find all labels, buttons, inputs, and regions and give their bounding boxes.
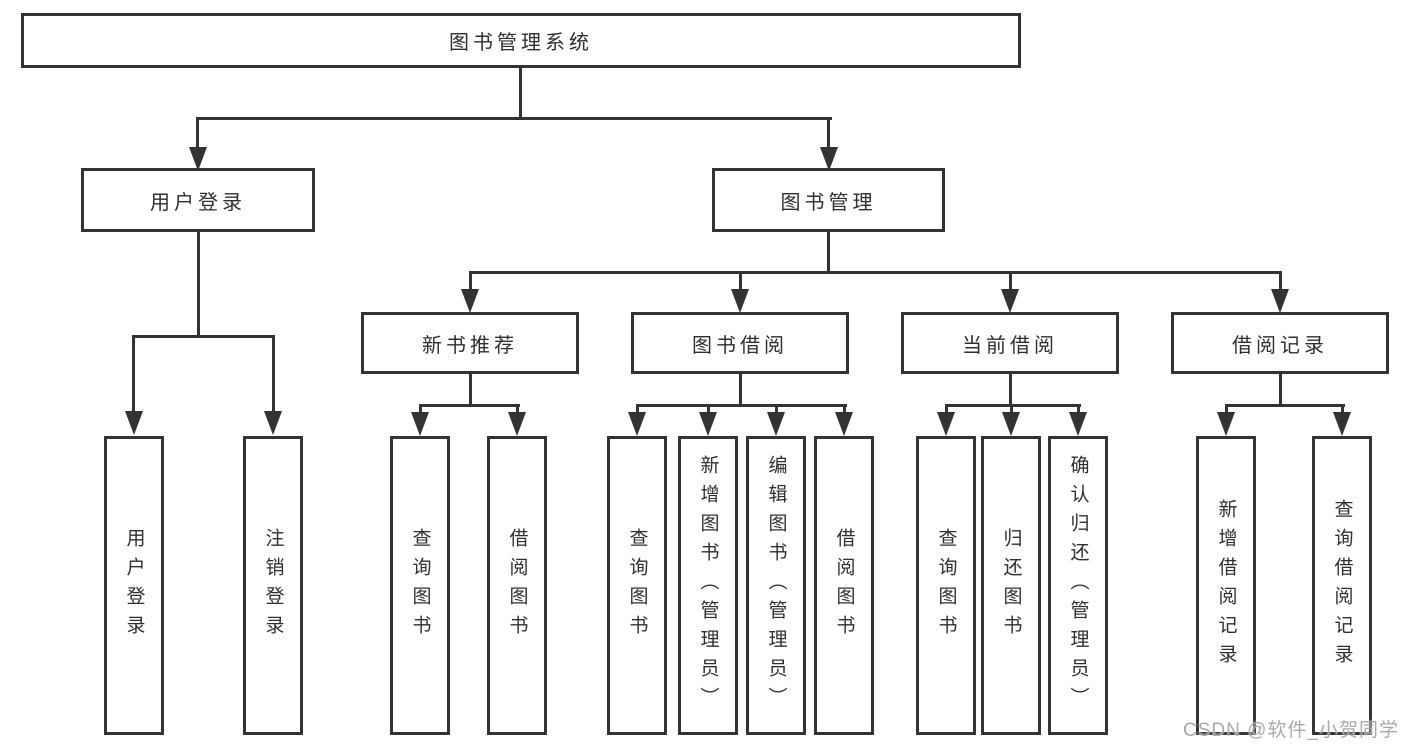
connector-line	[636, 407, 639, 412]
connector-line	[1010, 407, 1013, 412]
connector-line	[827, 232, 830, 271]
arrowhead-down-icon	[835, 412, 853, 436]
node-user-login-label: 用户登录	[150, 191, 246, 214]
leaf-add-book-admin: 新增图书（管理员）	[678, 436, 738, 735]
leaf-return-book: 归还图书	[981, 436, 1041, 735]
leaf-add-borrow-record-label: 新增借阅记录	[1215, 498, 1237, 673]
leaf-return-book-label: 归还图书	[1000, 527, 1022, 644]
leaf-borrow-books-2-label: 借阅图书	[833, 527, 855, 644]
leaf-user-login: 用户登录	[104, 436, 164, 735]
connector-line	[419, 407, 422, 412]
connector-line	[1009, 374, 1012, 404]
arrowhead-down-icon	[125, 411, 143, 435]
leaf-query-books-3-label: 查询图书	[935, 527, 957, 644]
leaf-confirm-return-admin-label: 确认归还（管理员）	[1067, 455, 1089, 716]
connector-line	[469, 271, 1282, 274]
connector-line	[827, 120, 830, 147]
node-new-book-recommend: 新书推荐	[361, 312, 579, 374]
leaf-borrow-books-2: 借阅图书	[814, 436, 874, 735]
node-root: 图书管理系统	[21, 13, 1021, 68]
connector-line	[775, 407, 778, 412]
connector-line	[636, 404, 847, 407]
arrowhead-down-icon	[189, 147, 207, 171]
node-borrow-records: 借阅记录	[1171, 312, 1389, 374]
leaf-add-borrow-record: 新增借阅记录	[1196, 436, 1256, 735]
node-book-management-label: 图书管理	[780, 191, 877, 214]
leaf-query-books-2-label: 查询图书	[626, 527, 648, 644]
node-book-management: 图书管理	[712, 168, 945, 232]
node-current-borrow: 当前借阅	[901, 312, 1119, 374]
arrowhead-down-icon	[1271, 289, 1289, 313]
arrowhead-down-icon	[767, 412, 785, 436]
connector-line	[1279, 374, 1282, 404]
connector-line	[196, 117, 832, 120]
leaf-query-books-3: 查询图书	[916, 436, 976, 735]
node-new-book-recommend-label: 新书推荐	[422, 334, 518, 357]
leaf-logout-label: 注销登录	[262, 527, 284, 644]
leaf-query-books-2: 查询图书	[607, 436, 667, 735]
arrowhead-down-icon	[699, 412, 717, 436]
connector-line	[1009, 274, 1012, 289]
connector-line	[1341, 407, 1344, 412]
leaf-add-book-admin-label: 新增图书（管理员）	[697, 455, 719, 716]
leaf-borrow-books-1: 借阅图书	[487, 436, 547, 735]
connector-line	[1077, 407, 1080, 412]
node-borrow-records-label: 借阅记录	[1232, 334, 1328, 357]
connector-line	[132, 338, 135, 411]
connector-line	[739, 374, 742, 404]
arrowhead-down-icon	[628, 412, 646, 436]
connector-line	[1279, 274, 1282, 289]
leaf-logout: 注销登录	[243, 436, 303, 735]
arrowhead-down-icon	[820, 147, 838, 171]
arrowhead-down-icon	[1001, 289, 1019, 313]
connector-line	[132, 335, 275, 338]
node-root-label: 图书管理系统	[449, 32, 593, 54]
node-user-login: 用户登录	[81, 168, 315, 232]
arrowhead-down-icon	[411, 412, 429, 436]
leaf-borrow-books-1-label: 借阅图书	[506, 527, 528, 644]
node-current-borrow-label: 当前借阅	[962, 334, 1058, 357]
leaf-confirm-return-admin: 确认归还（管理员）	[1048, 436, 1108, 735]
leaf-query-books-1-label: 查询图书	[409, 527, 431, 644]
arrowhead-down-icon	[508, 412, 526, 436]
connector-line	[945, 404, 1081, 407]
leaf-user-login-label: 用户登录	[123, 527, 145, 644]
connector-line	[843, 407, 846, 412]
node-book-borrow-label: 图书借阅	[692, 334, 788, 357]
connector-line	[707, 407, 710, 412]
connector-line	[516, 407, 519, 412]
connector-line	[469, 274, 472, 289]
leaf-edit-book-admin-label: 编辑图书（管理员）	[765, 455, 787, 716]
connector-line	[197, 232, 200, 335]
node-book-borrow: 图书借阅	[631, 312, 849, 374]
arrowhead-down-icon	[1002, 412, 1020, 436]
leaf-query-borrow-record-label: 查询借阅记录	[1331, 498, 1353, 673]
connector-line	[469, 374, 472, 404]
arrowhead-down-icon	[461, 289, 479, 313]
arrowhead-down-icon	[937, 412, 955, 436]
leaf-edit-book-admin: 编辑图书（管理员）	[746, 436, 806, 735]
connector-line	[419, 404, 520, 407]
leaf-query-borrow-record: 查询借阅记录	[1312, 436, 1372, 735]
arrowhead-down-icon	[1217, 412, 1235, 436]
leaf-query-books-1: 查询图书	[390, 436, 450, 735]
connector-line	[272, 338, 275, 411]
connector-line	[945, 407, 948, 412]
csdn-watermark: CSDN @软件_小贺同学	[1183, 720, 1399, 741]
arrowhead-down-icon	[264, 411, 282, 435]
connector-line	[1225, 407, 1228, 412]
arrowhead-down-icon	[1069, 412, 1087, 436]
arrowhead-down-icon	[1333, 412, 1351, 436]
arrowhead-down-icon	[731, 289, 749, 313]
connector-line	[739, 274, 742, 289]
connector-line	[1225, 404, 1345, 407]
connector-line	[196, 120, 199, 147]
connector-line	[519, 68, 522, 117]
